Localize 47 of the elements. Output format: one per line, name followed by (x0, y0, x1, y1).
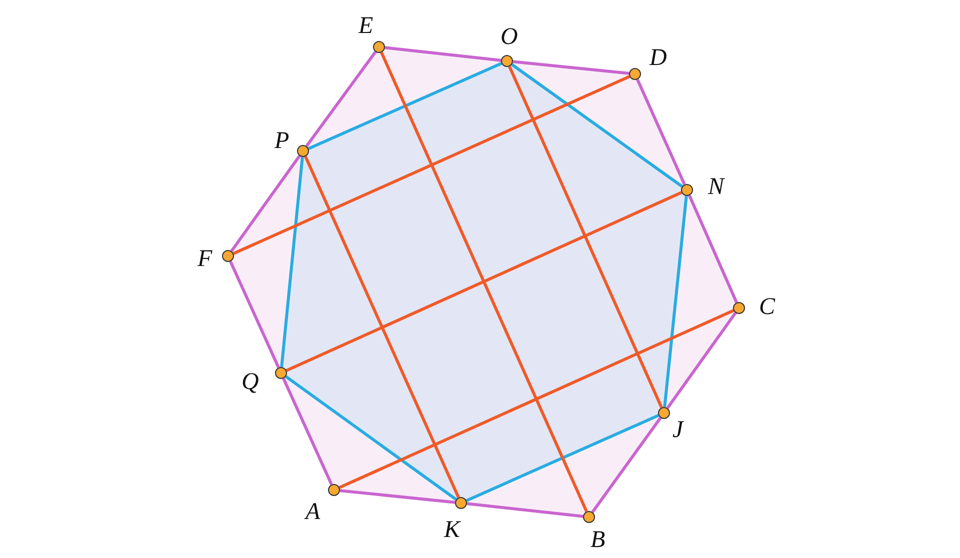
line-segment (280, 156, 304, 368)
point-label: E (358, 14, 374, 38)
point-dot (275, 367, 287, 379)
line-segment (305, 50, 377, 148)
point-dot (297, 145, 309, 157)
line-segment (511, 63, 683, 188)
point-label: B (590, 528, 606, 552)
point-dot (501, 55, 513, 67)
point-label: P (274, 129, 290, 153)
line-segment (384, 46, 502, 62)
line-segment (688, 194, 738, 304)
line-segment (512, 60, 630, 75)
line-segment (232, 75, 630, 255)
line-segment (304, 156, 460, 498)
line-segment (380, 52, 588, 512)
line-segment (636, 78, 686, 186)
point-dot (583, 511, 595, 523)
line-segment (340, 489, 456, 504)
point-dot (222, 250, 234, 262)
point-dot (373, 41, 385, 53)
point-label: D (650, 46, 667, 70)
line-segment (338, 309, 734, 489)
point-label: C (759, 295, 776, 319)
point-label: F (198, 247, 212, 271)
line-segment (286, 191, 682, 372)
point-dot (455, 497, 467, 509)
point-label: Q (242, 370, 259, 394)
line-segment (663, 196, 688, 408)
line-segment (284, 375, 458, 501)
line-segment (666, 312, 737, 409)
line-segment (591, 416, 662, 514)
point-label: A (306, 500, 320, 524)
line-segment (229, 260, 280, 368)
point-label: K (444, 518, 460, 542)
point-dot (681, 184, 693, 196)
line-segment (466, 414, 660, 502)
line-segment (308, 62, 502, 150)
point-dot (733, 302, 745, 314)
line-segment (508, 66, 663, 408)
line-segment (230, 155, 301, 252)
point-label: N (708, 175, 724, 199)
line-segment (466, 502, 584, 518)
point-label: J (672, 418, 684, 442)
line-segment (282, 378, 333, 486)
point-dot (328, 484, 340, 496)
point-label: O (500, 25, 518, 49)
point-dot (629, 68, 641, 80)
